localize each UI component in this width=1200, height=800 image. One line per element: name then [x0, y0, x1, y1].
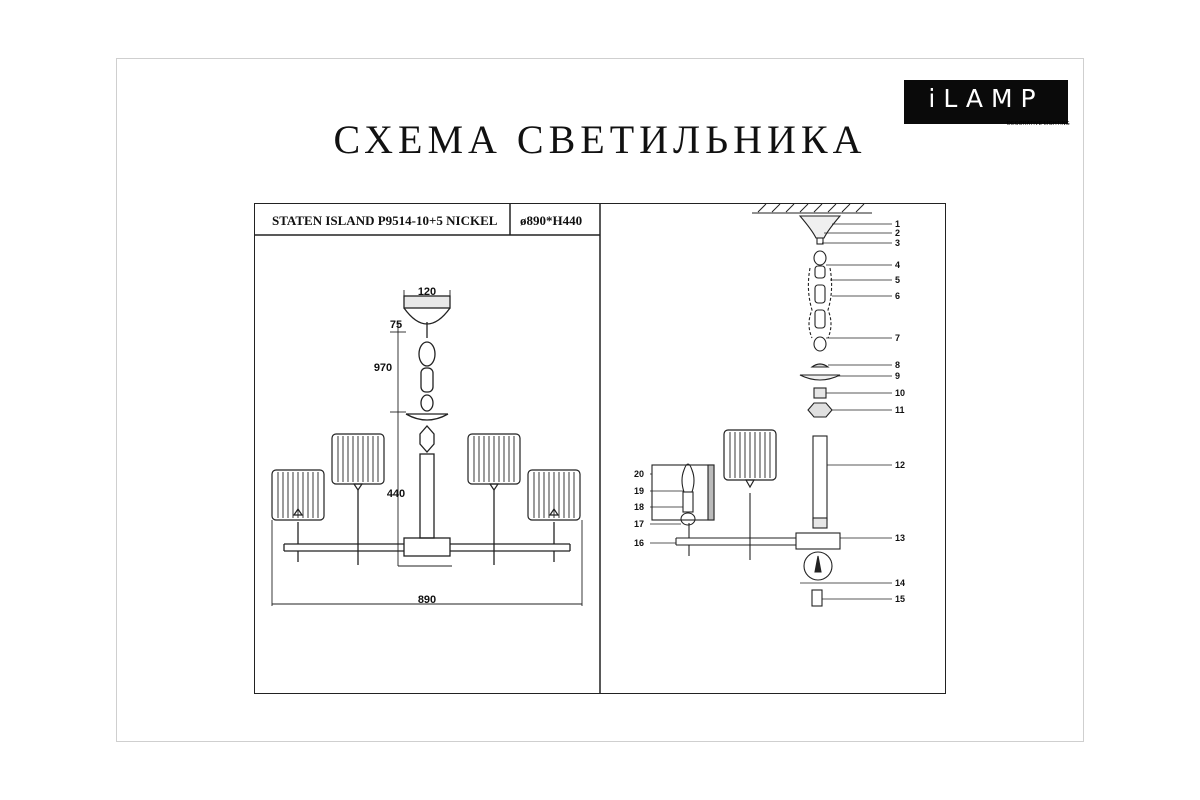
drawing-sheet: [116, 58, 1084, 742]
part-numbers: 1 2 3 4 5 6 7 8 9 10 11 12 13 14 15 16 1…: [634, 219, 905, 604]
part-number: 7: [895, 333, 900, 343]
cup: [405, 413, 449, 421]
part-number: 19: [634, 486, 644, 496]
part-number: 20: [634, 469, 644, 479]
brand-logo: iLAMP: [904, 80, 1068, 124]
crystal-bead: [419, 425, 435, 453]
logo-tagline: DECORATIVE LIGHTING: [1007, 121, 1070, 127]
part-number: 2: [895, 228, 900, 238]
chain-link: [420, 394, 434, 412]
part-number: 4: [895, 260, 900, 270]
part-number: 10: [895, 388, 905, 398]
part-number: 9: [895, 371, 900, 381]
canopy-shape: [403, 307, 451, 325]
exploded-parts: [651, 215, 842, 607]
part-number: 11: [895, 405, 905, 415]
dim-canopy-width: 120: [418, 286, 436, 298]
front-view: [283, 295, 571, 565]
central-tube: [419, 453, 435, 539]
model-name: STATEN ISLAND P9514-10+5 NICKEL: [272, 213, 498, 228]
chain-link: [418, 341, 436, 367]
chain-link: [420, 367, 434, 393]
logo-wordmark: iLAMP: [928, 84, 1044, 113]
shade-outer-right: [527, 469, 581, 521]
dim-canopy-height: 75: [390, 319, 402, 331]
part-number: 12: [895, 460, 905, 470]
dim-overall-width: 890: [418, 594, 436, 606]
part-number: 5: [895, 275, 900, 285]
part-number: 18: [634, 502, 644, 512]
part-number: 3: [895, 238, 900, 248]
dim-chain-length: 970: [374, 362, 392, 374]
shade-inner-left: [331, 433, 385, 492]
part-number: 14: [895, 578, 905, 588]
part-number: 1: [895, 219, 900, 229]
central-hub: [403, 537, 451, 557]
callout-leaders: [650, 223, 892, 600]
shade-outer-left: [271, 469, 325, 521]
shade-exploded: [723, 429, 777, 489]
shade-inner-right: [467, 433, 521, 492]
part-number: 16: [634, 538, 644, 548]
page-title: СХЕМА СВЕТИЛЬНИКА: [333, 117, 867, 162]
part-number: 15: [895, 594, 905, 604]
overall-size: ø890*H440: [520, 213, 583, 228]
part-number: 8: [895, 360, 900, 370]
dimension-lines: [271, 290, 583, 606]
part-number: 13: [895, 533, 905, 543]
part-number: 6: [895, 291, 900, 301]
part-number: 17: [634, 519, 644, 529]
ceiling-hatch: [752, 203, 872, 214]
dim-body-height: 440: [387, 488, 405, 500]
